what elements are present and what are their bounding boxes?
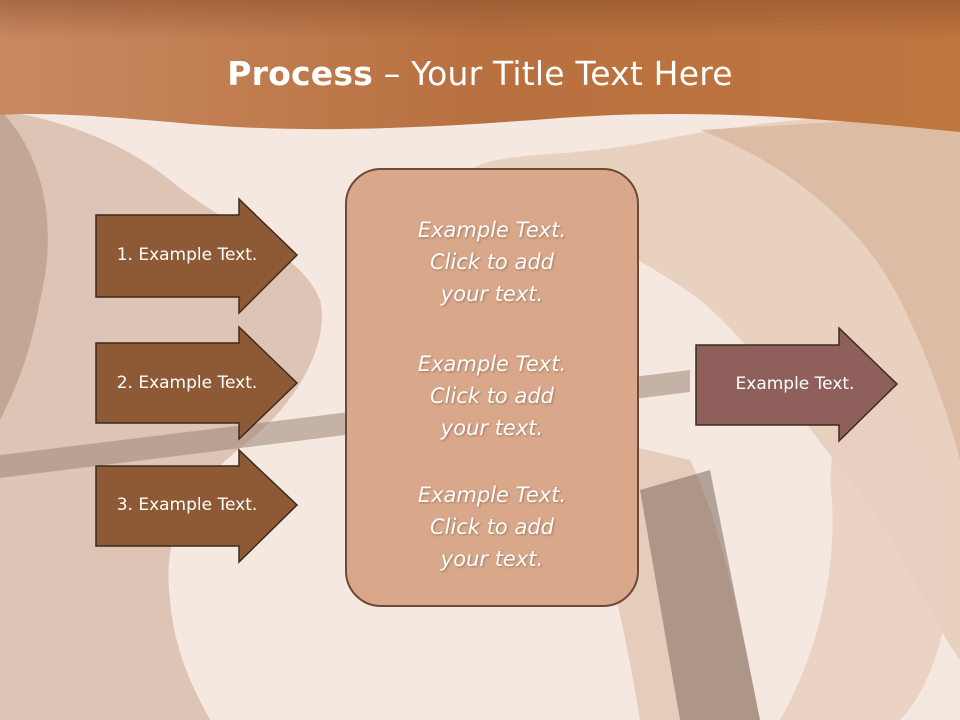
title-rest-part: – Your Title Text Here bbox=[373, 54, 733, 93]
input-arrow-2-label: 2. Example Text. bbox=[116, 373, 258, 393]
paragraph-line: Example Text. bbox=[417, 352, 567, 376]
input-arrow-1[interactable] bbox=[95, 197, 299, 315]
photo-hand bbox=[780, 360, 951, 720]
paragraph-line: Example Text. bbox=[417, 218, 567, 242]
paragraph-line: your text. bbox=[440, 547, 544, 571]
input-arrow-2[interactable] bbox=[95, 325, 299, 441]
slide-title: Process – Your Title Text Here bbox=[0, 52, 960, 96]
center-process-box[interactable]: Example Text. Click to add your text. Ex… bbox=[345, 168, 639, 607]
input-arrow-3-label: 3. Example Text. bbox=[116, 495, 258, 515]
output-arrow[interactable] bbox=[695, 326, 899, 443]
photo-right-hair bbox=[700, 115, 960, 460]
paragraph-line: your text. bbox=[440, 416, 544, 440]
paragraph-line: Click to add bbox=[429, 250, 554, 274]
photo-left-hair bbox=[0, 110, 48, 420]
photo-right-figure bbox=[470, 113, 960, 660]
output-arrow-label: Example Text. bbox=[735, 374, 855, 394]
paragraph-line: Click to add bbox=[429, 515, 554, 539]
input-arrow-3[interactable] bbox=[95, 448, 299, 564]
paragraph-line: Click to add bbox=[429, 384, 554, 408]
photo-strap-dark bbox=[640, 470, 760, 720]
title-bold-part: Process bbox=[227, 54, 374, 93]
input-arrow-1-label: 1. Example Text. bbox=[116, 245, 258, 265]
center-paragraph-2[interactable]: Example Text. Click to add your text. bbox=[347, 348, 637, 444]
paragraph-line: Example Text. bbox=[417, 483, 567, 507]
center-paragraph-1[interactable]: Example Text. Click to add your text. bbox=[347, 214, 637, 310]
center-paragraph-3[interactable]: Example Text. Click to add your text. bbox=[347, 479, 637, 575]
paragraph-line: your text. bbox=[440, 282, 544, 306]
